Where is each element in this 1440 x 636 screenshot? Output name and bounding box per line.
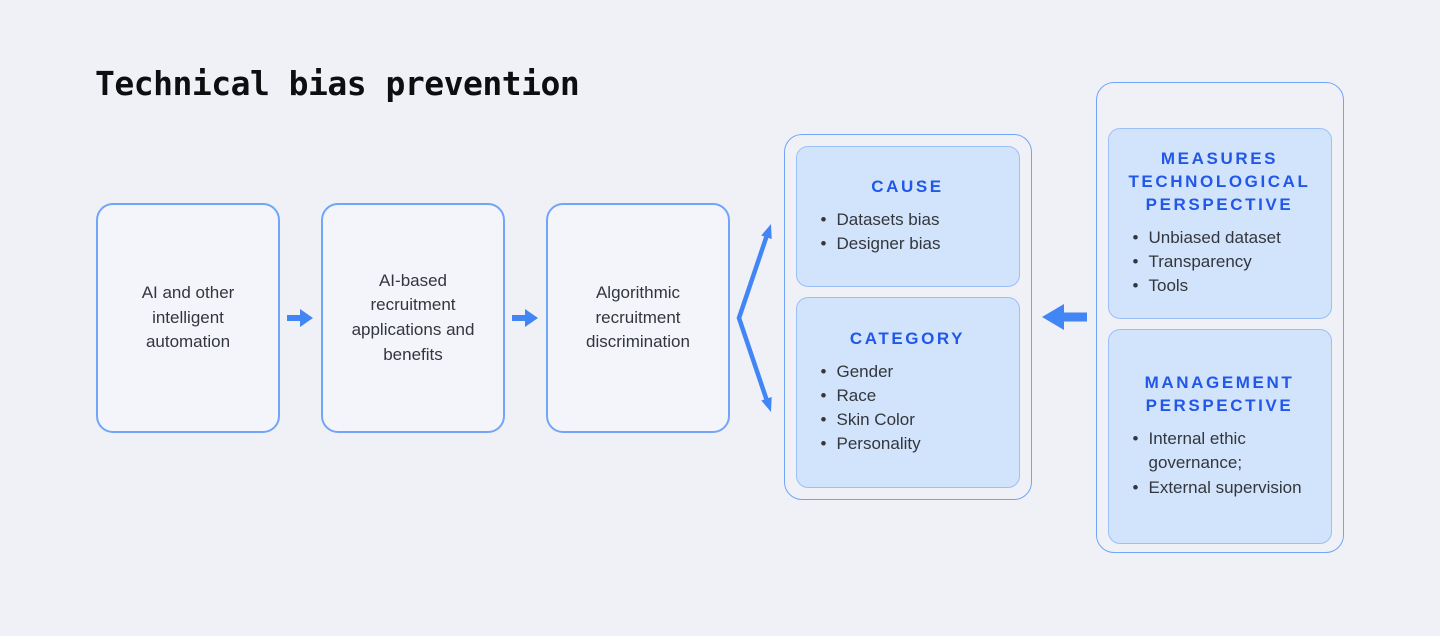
- technological-perspective-title: MEASURES TECHNOLOGICAL PERSPECTIVE: [1128, 148, 1311, 214]
- technological-list: Unbiased dataset Transparency Tools: [1131, 226, 1303, 299]
- list-item: Race: [819, 384, 991, 408]
- flow-box-label: AI and other intelligent automation: [141, 283, 235, 352]
- right-arrow-icon: [512, 309, 538, 327]
- list-item: Datasets bias: [819, 208, 991, 232]
- fork-arrowhead-up-icon: [761, 224, 772, 240]
- cause-category-panel: CAUSE Datasets bias Designer bias CATEGO…: [784, 134, 1032, 500]
- list-item: Designer bias: [819, 232, 991, 256]
- list-item: External supervision: [1131, 476, 1303, 500]
- management-perspective-box: MANAGEMENT PERSPECTIVE Internal ethic go…: [1107, 328, 1332, 544]
- flow-box-label: Algorithmic recruitment discrimination: [586, 283, 690, 352]
- fork-arrows-icon: [736, 235, 769, 401]
- cause-box: CAUSE Datasets bias Designer bias: [795, 145, 1020, 287]
- left-arrow-icon: [1042, 304, 1087, 330]
- category-box: CATEGORY Gender Race Skin Color Personal…: [795, 296, 1020, 488]
- list-item: Gender: [819, 360, 991, 384]
- category-title: CATEGORY: [849, 328, 966, 348]
- page-title: Technical bias prevention: [95, 64, 580, 103]
- cause-list: Datasets bias Designer bias: [819, 208, 991, 256]
- management-list: Internal ethic governance; External supe…: [1131, 427, 1303, 500]
- flow-box-label: AI-based recruitment applications and be…: [351, 270, 475, 364]
- right-arrow-icon: [287, 309, 313, 327]
- management-perspective-title: MANAGEMENT PERSPECTIVE: [1144, 373, 1295, 416]
- technological-perspective-box: MEASURES TECHNOLOGICAL PERSPECTIVE Unbia…: [1107, 127, 1332, 319]
- fork-arrowhead-down-icon: [761, 396, 772, 412]
- flow-box-algorithmic-discrimination: Algorithmic recruitment discrimination: [546, 203, 730, 433]
- list-item: Internal ethic governance;: [1131, 427, 1303, 475]
- list-item: Tools: [1131, 274, 1303, 298]
- flow-box-ai-recruitment: AI-based recruitment applications and be…: [321, 203, 505, 433]
- list-item: Skin Color: [819, 408, 991, 432]
- measures-panel: MEASURES TECHNOLOGICAL PERSPECTIVE Unbia…: [1096, 82, 1344, 553]
- list-item: Personality: [819, 432, 991, 456]
- flow-box-ai-automation: AI and other intelligent automation: [96, 203, 280, 433]
- list-item: Transparency: [1131, 250, 1303, 274]
- category-list: Gender Race Skin Color Personality: [819, 360, 991, 457]
- cause-title: CAUSE: [871, 176, 944, 196]
- list-item: Unbiased dataset: [1131, 226, 1303, 250]
